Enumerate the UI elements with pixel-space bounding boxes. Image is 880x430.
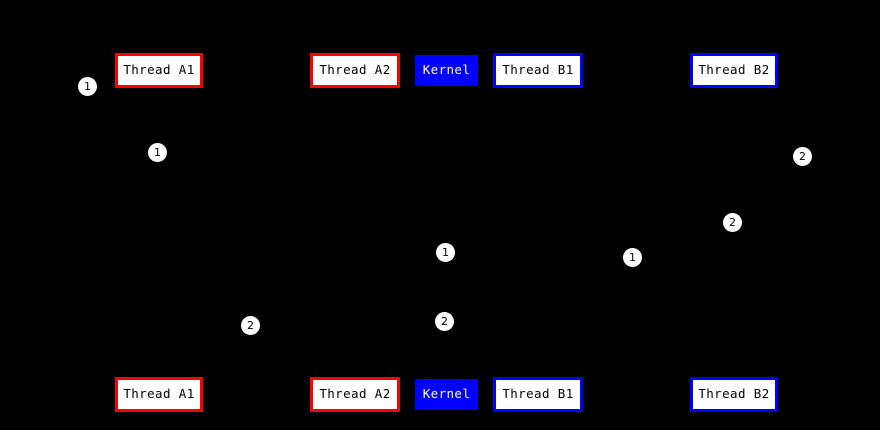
lifeline-thread-a1	[159, 88, 160, 377]
step-badge: 1	[78, 77, 97, 96]
participant-thread-b1-top[interactable]: Thread B1	[493, 53, 583, 88]
participant-label: Thread B2	[698, 62, 770, 78]
step-badge: 1	[436, 243, 455, 262]
participant-label: Thread B1	[502, 62, 574, 78]
participant-thread-a1-bottom[interactable]: Thread A1	[115, 377, 203, 412]
step-badge-label: 2	[799, 150, 806, 163]
step-badge-label: 1	[154, 146, 161, 159]
message-arrow-1	[159, 153, 355, 154]
message-arrow-2	[446, 253, 538, 254]
step-badge-label: 1	[442, 246, 449, 259]
participant-thread-a2-bottom[interactable]: Thread A2	[310, 377, 400, 412]
step-badge-label: 1	[84, 80, 91, 93]
participant-thread-a2-top[interactable]: Thread A2	[310, 53, 400, 88]
step-badge: 2	[793, 147, 812, 166]
participant-label: Kernel	[422, 62, 471, 78]
step-badge-label: 2	[441, 315, 448, 328]
step-badge: 2	[241, 316, 260, 335]
participant-kernel-top[interactable]: Kernel	[415, 55, 478, 86]
participant-thread-b1-bottom[interactable]: Thread B1	[493, 377, 583, 412]
participant-label: Kernel	[422, 386, 471, 402]
participant-label: Thread B1	[502, 386, 574, 402]
participant-kernel-bottom[interactable]: Kernel	[415, 379, 478, 410]
participant-label: Thread A1	[123, 386, 195, 402]
step-badge-label: 2	[247, 319, 254, 332]
step-badge-label: 1	[629, 251, 636, 264]
lifeline-thread-b2	[734, 88, 735, 377]
step-badge: 2	[723, 213, 742, 232]
step-badge: 1	[623, 248, 642, 267]
participant-thread-b2-bottom[interactable]: Thread B2	[690, 377, 778, 412]
participant-label: Thread A1	[123, 62, 195, 78]
step-badge: 1	[148, 143, 167, 162]
participant-thread-a1-top[interactable]: Thread A1	[115, 53, 203, 88]
participant-label: Thread A2	[319, 62, 391, 78]
participant-thread-b2-top[interactable]: Thread B2	[690, 53, 778, 88]
lifeline-thread-b1	[538, 88, 539, 377]
step-badge-label: 2	[729, 216, 736, 229]
lifeline-thread-a2	[355, 88, 356, 377]
step-badge: 2	[435, 312, 454, 331]
message-arrow-6	[538, 223, 734, 224]
participant-label: Thread A2	[319, 386, 391, 402]
message-arrow-5	[446, 322, 538, 323]
participant-label: Thread B2	[698, 386, 770, 402]
lifeline-kernel	[446, 86, 447, 377]
